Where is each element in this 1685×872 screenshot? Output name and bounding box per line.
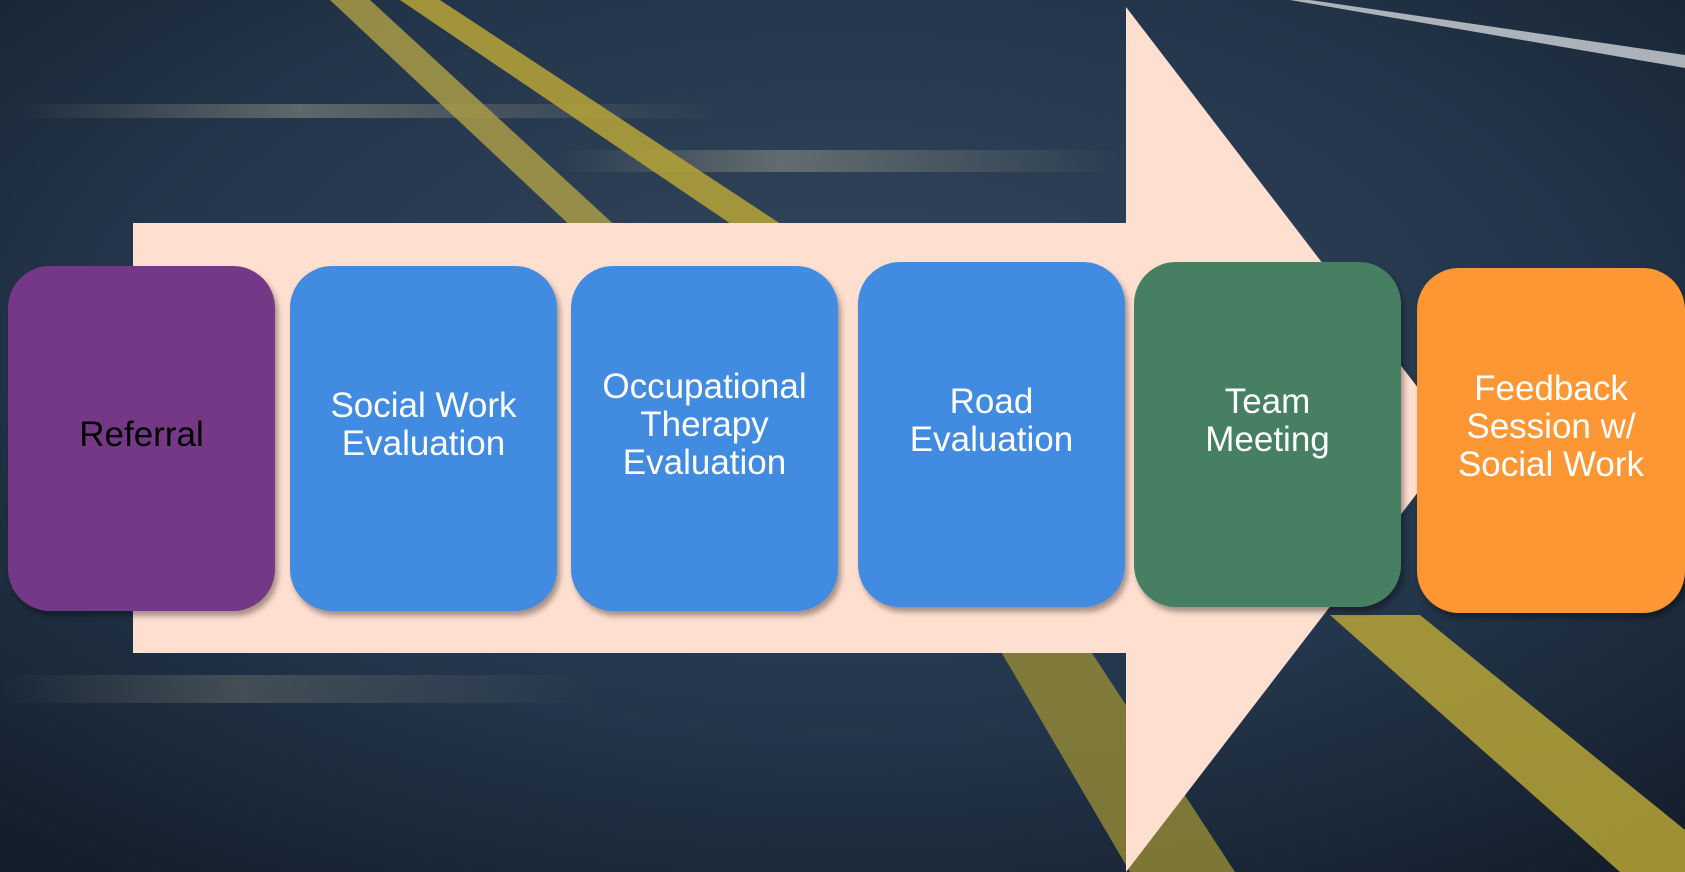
road-line: [330, 0, 620, 230]
step-occupational-therapy-evaluation: Occupational Therapy Evaluation: [571, 266, 838, 611]
road-line: [1000, 650, 1235, 872]
step-label: Team Meeting: [1205, 381, 1330, 459]
step-team-meeting: Team Meeting: [1134, 262, 1401, 607]
light-streak: [20, 104, 720, 118]
step-label: Occupational Therapy Evaluation: [602, 366, 807, 482]
step-social-work-evaluation: Social Work Evaluation: [290, 266, 557, 611]
step-referral: Referral: [8, 266, 275, 611]
road-edge-line: [1290, 0, 1685, 68]
step-label: Referral: [79, 414, 204, 454]
light-streak: [560, 150, 1120, 172]
light-streak: [0, 675, 600, 703]
step-label: Feedback Session w/ Social Work: [1457, 368, 1645, 484]
step-label: Social Work Evaluation: [330, 385, 517, 463]
step-label: Road Evaluation: [909, 381, 1074, 459]
road-line: [1330, 615, 1685, 872]
step-road-evaluation: Road Evaluation: [858, 262, 1125, 607]
step-feedback-session: Feedback Session w/ Social Work: [1417, 268, 1685, 613]
road-line: [400, 0, 790, 230]
